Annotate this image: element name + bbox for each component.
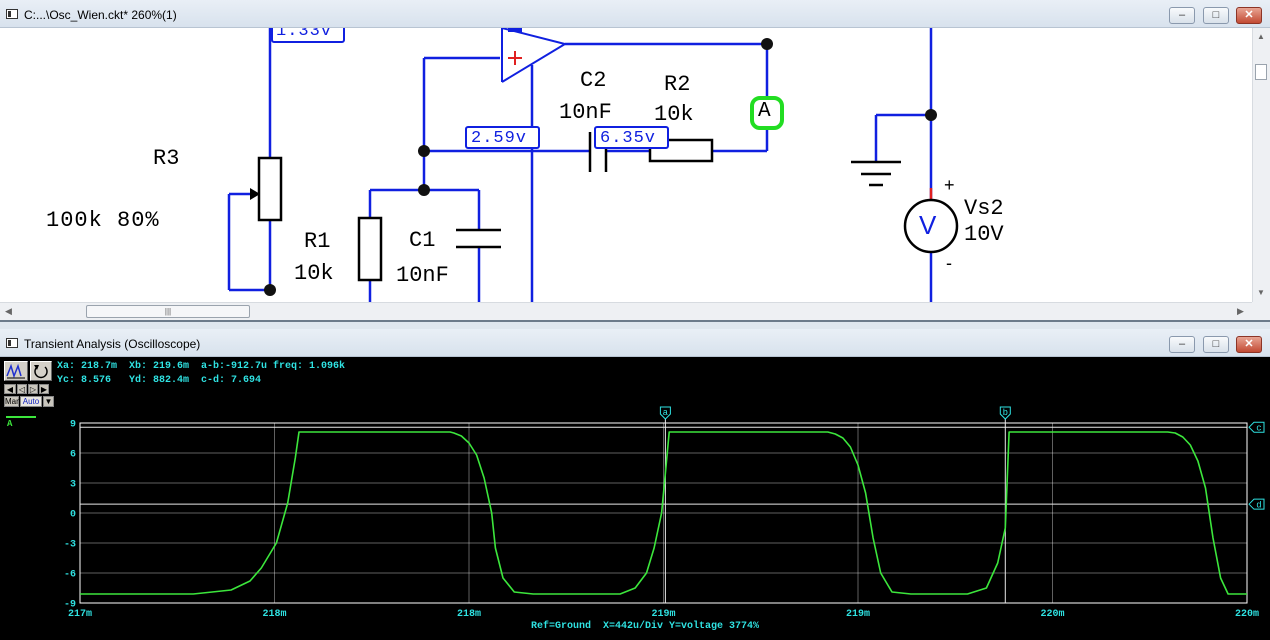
cursor-tool-button[interactable] — [4, 361, 28, 381]
scroll-up-icon[interactable]: ▲ — [1257, 32, 1265, 41]
window-divider — [0, 320, 1270, 329]
x-tick-label: 218m — [457, 609, 481, 620]
cursor-a-label: a — [663, 408, 669, 418]
scope-maximize-button[interactable]: □ — [1203, 336, 1229, 353]
cursor-readout-line1: Xa: 218.7m Xb: 219.6m a-b:-912.7u freq: … — [57, 361, 346, 372]
scope-window-title: Transient Analysis (Oscilloscope) — [24, 337, 201, 351]
schematic-vertical-scrollbar[interactable]: ▲ ▼ — [1252, 28, 1270, 302]
cursor-c-marker — [1248, 421, 1265, 433]
auto-button[interactable]: Auto — [20, 396, 42, 407]
scope-minimize-button[interactable]: – — [1169, 336, 1195, 353]
junction-nodes — [264, 38, 937, 296]
x-tick-label: 217m — [68, 609, 92, 620]
cursor-d-marker — [1248, 498, 1265, 510]
trace-legend-label: A — [7, 419, 13, 429]
cursor-b-label: b — [1003, 408, 1008, 418]
reset-button[interactable] — [30, 361, 52, 381]
r1-resistor[interactable] — [357, 216, 383, 282]
scroll-left-icon[interactable]: ◀ — [5, 306, 12, 316]
vs2-symbol: V — [919, 210, 937, 240]
voltage-tag-mid-left: 2.59v — [471, 129, 528, 148]
y-tick-label: -9 — [64, 600, 76, 611]
r3-name: R3 — [153, 146, 180, 171]
nav-back-icon[interactable]: ◁ — [17, 384, 27, 394]
waveform-icon — [6, 363, 25, 379]
c1-capacitor[interactable] — [456, 228, 501, 249]
c1-name: C1 — [409, 228, 436, 253]
trace-legend-line — [6, 416, 36, 418]
voltage-tag-mid-right: 6.35v — [600, 129, 657, 148]
y-tick-label: 9 — [70, 420, 76, 431]
schematic-titlebar[interactable]: C:...\Osc_Wien.ckt* 260%(1) – □ ✕ — [0, 0, 1270, 28]
app-icon — [6, 9, 18, 19]
vs2-plus-sign: + — [944, 175, 955, 195]
x-tick-label: 220m — [1235, 609, 1259, 620]
r3-value: 100k 80% — [46, 208, 160, 233]
top-minus-sign: - — [946, 28, 952, 37]
r1-value: 10k — [294, 261, 334, 286]
schematic-drawing — [227, 28, 959, 302]
vs2-value: 10V — [964, 222, 1004, 247]
minimize-button[interactable]: – — [1169, 7, 1195, 24]
y-tick-label: 3 — [70, 480, 76, 491]
cursor-readout-line2: Yc: 8.576 Yd: 882.4m c-d: 7.694 — [57, 375, 262, 386]
r3-wiper — [250, 188, 260, 200]
voltage-tag-top: 1.33v — [276, 28, 333, 41]
scope-app-icon — [6, 338, 18, 348]
nav-fwd-icon[interactable]: ▷ — [28, 384, 38, 394]
horizontal-scroll-thumb[interactable]: ||| — [86, 305, 250, 318]
man-button[interactable]: Man — [4, 396, 21, 407]
cursor-d-label: d — [1256, 501, 1261, 511]
schematic-horizontal-scrollbar[interactable]: ◀ ||| ▶ — [0, 302, 1252, 320]
schematic-window-title: C:...\Osc_Wien.ckt* 260%(1) — [24, 8, 177, 22]
auto-dropdown-icon[interactable]: ▼ — [43, 396, 54, 407]
cursor-a-marker — [659, 406, 671, 420]
r1-name: R1 — [304, 229, 331, 254]
c2-name: C2 — [580, 68, 607, 93]
c2-value: 10nF — [559, 100, 612, 125]
schematic-canvas[interactable]: 1.33v 2.59v 6.35v R3 100k 80% R1 10k C1 … — [0, 28, 1252, 302]
vs2-source[interactable] — [903, 198, 959, 254]
y-tick-label: -3 — [64, 540, 76, 551]
scroll-down-icon[interactable]: ▼ — [1257, 288, 1265, 297]
probe-a-box[interactable] — [750, 96, 784, 130]
probe-a-label: A — [758, 100, 771, 123]
vs2-name: Vs2 — [964, 196, 1004, 221]
y-tick-label: -6 — [64, 570, 76, 581]
x-tick-label: 219m — [846, 609, 870, 620]
scroll-right-icon[interactable]: ▶ — [1237, 306, 1244, 316]
scope-close-button[interactable]: ✕ — [1236, 336, 1262, 353]
y-tick-label: 6 — [70, 450, 76, 461]
x-tick-label: 219m — [651, 609, 675, 620]
cursor-c-label: c — [1256, 424, 1261, 434]
r2-value: 10k — [654, 102, 694, 127]
trace-a-line — [80, 431, 1247, 595]
oscilloscope-panel[interactable]: ◀ ◁ ▷ ▶ Man Auto ▼ Xa: 218.7m Xb: 219.6m… — [0, 357, 1270, 640]
nav-right-icon[interactable]: ▶ — [39, 384, 49, 394]
x-tick-label: 218m — [262, 609, 286, 620]
vs2-minus-sign: - — [946, 253, 952, 273]
x-tick-label: 220m — [1040, 609, 1064, 620]
scope-titlebar[interactable]: Transient Analysis (Oscilloscope) – □ ✕ — [0, 329, 1270, 357]
scrollbar-corner — [1252, 302, 1270, 320]
cursor-b-marker — [999, 406, 1011, 420]
vertical-scroll-thumb[interactable] — [1255, 64, 1267, 80]
nav-strip: ◀ ◁ ▷ ▶ — [4, 384, 54, 394]
maximize-button[interactable]: □ — [1203, 7, 1229, 24]
y-tick-label: 0 — [70, 510, 76, 521]
r3-resistor[interactable] — [257, 156, 283, 222]
rotate-icon — [34, 365, 48, 379]
scope-footer: Ref=Ground X=442u/Div Y=voltage 3774% — [531, 621, 760, 632]
close-button[interactable]: ✕ — [1236, 7, 1262, 24]
ground-symbol — [851, 160, 901, 187]
nav-left-icon[interactable]: ◀ — [4, 384, 16, 394]
c1-value: 10nF — [396, 263, 449, 288]
r2-name: R2 — [664, 72, 691, 97]
